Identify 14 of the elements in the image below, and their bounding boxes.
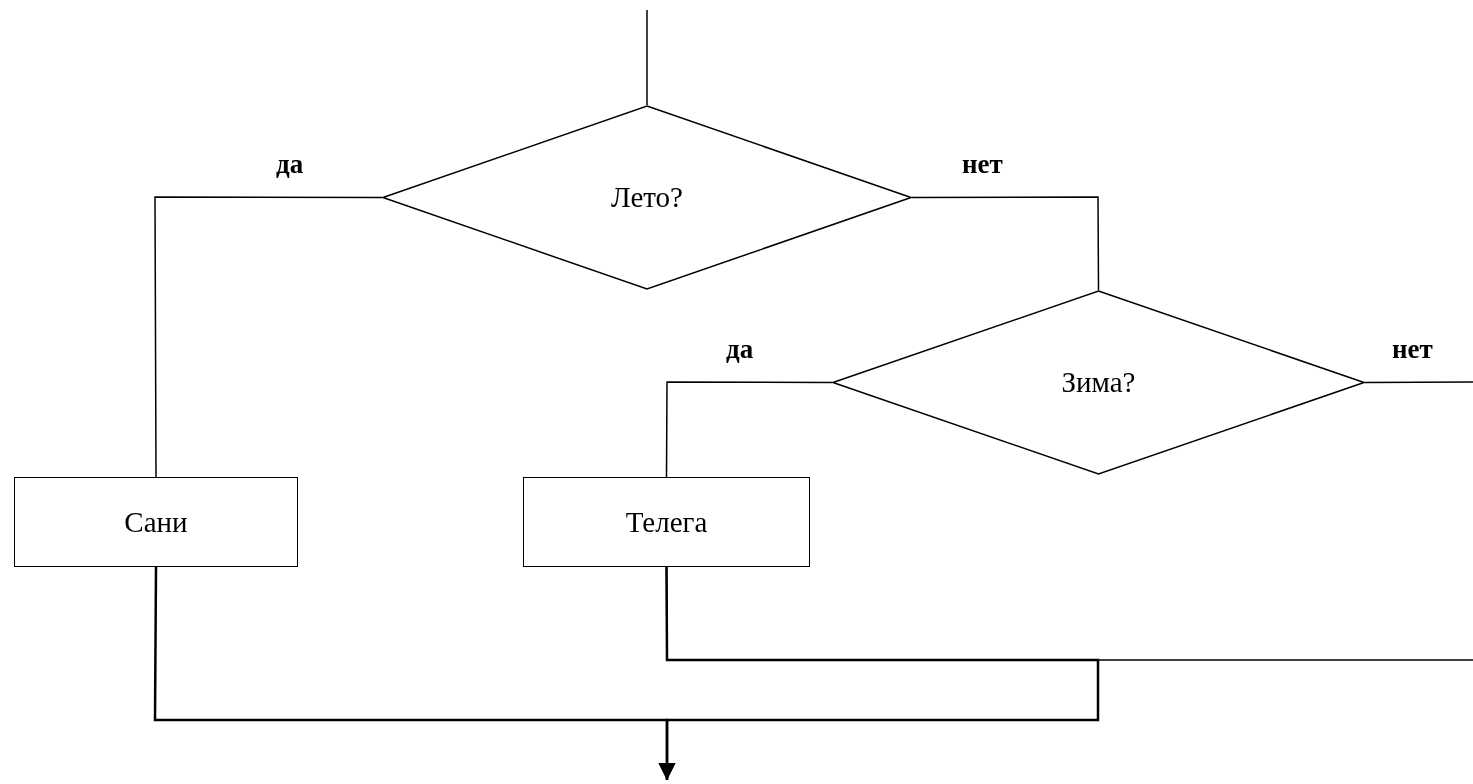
process-box [523,477,810,567]
decision-diamond [382,105,912,290]
connector-line [911,196,1100,291]
process-box [14,477,298,567]
connector-line [154,196,383,478]
connector-line [1364,381,1473,384]
connector-line [646,9,648,106]
decision-diamond [832,290,1365,475]
node-label: Лето? [611,180,683,216]
node-label: Телега [625,504,708,540]
node-label: Сани [124,504,188,540]
connector-line [665,381,833,478]
node-label: Зима? [1061,365,1136,401]
arrow [153,567,676,780]
